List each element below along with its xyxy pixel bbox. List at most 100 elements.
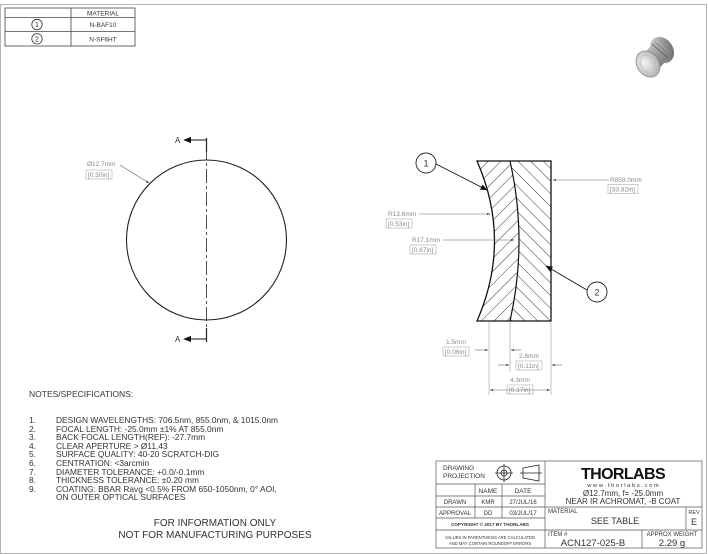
- section-label-top: A: [175, 136, 181, 145]
- section-label-bottom: A: [175, 335, 181, 344]
- t1-in: [0.06in]: [445, 349, 467, 356]
- lens-element-2: [510, 161, 551, 321]
- note-number: 2.: [29, 423, 36, 434]
- balloon-2: [586, 281, 608, 303]
- item-label: ITEM #: [548, 532, 568, 538]
- lens-isometric-image: [635, 36, 675, 78]
- note-text: SURFACE QUALITY: 40-20 SCRATCH-DIG: [56, 449, 220, 460]
- note-text: DIAMETER TOLERANCE: +0.0/-0.1mm: [56, 466, 205, 477]
- drawn-date: 27/JUL/16: [509, 500, 537, 506]
- note-text: CLEAR APERTURE > Ø11.43: [56, 440, 168, 451]
- material-table: MATERIAL 1 N-BAF10 2 N-SF6HT: [4, 7, 136, 47]
- r3-mm: R859.0mm: [610, 177, 642, 184]
- t2-in: [0.11in]: [518, 363, 539, 370]
- note-number: 9.: [29, 483, 36, 494]
- balloon-2-leader: [545, 265, 588, 291]
- disclaimer-line2: NOT FOR MANUFACTURING PURPOSES: [118, 529, 312, 541]
- note-text: ON OUTER OPTICAL SURFACES: [56, 492, 186, 503]
- lens-element-1: [477, 161, 519, 321]
- website: w w w . t h o r l a b s . c o m: [586, 483, 659, 489]
- drawn-label: DRAWN: [444, 500, 466, 506]
- note-item: 7. DIAMETER TOLERANCE: +0.0/-0.1mm: [29, 466, 278, 477]
- cemented-interface: [509, 160, 520, 322]
- section-view: 1 2 R859.0mm [33.82in] R13.6mm [0.53in] …: [385, 152, 642, 395]
- col-name: NAME: [479, 488, 498, 495]
- r3-in: [33.82in]: [610, 187, 635, 194]
- r1-mm: R13.6mm: [388, 211, 416, 218]
- disclaimer-line1: FOR INFORMATION ONLY: [153, 518, 277, 529]
- note-text: DESIGN WAVELENGTHS: 706.5nm, 855.0nm, & …: [56, 415, 279, 425]
- t-total-in: [0.17in]: [509, 387, 531, 394]
- rev-label: REV: [688, 510, 700, 516]
- thorlabs-logo: THORLABS: [581, 466, 666, 483]
- projection-symbol-icon: [495, 464, 542, 482]
- note-item: ON OUTER OPTICAL SURFACES: [29, 493, 278, 502]
- drawing-projection-line2: PROJECTION: [443, 473, 485, 480]
- r2-mm: R17.1mm: [412, 237, 440, 244]
- t1-mm: 1.5mm: [446, 339, 466, 346]
- copyright: COPYRIGHT © 2017 BY THORLABS: [451, 521, 529, 527]
- r2-in: [0.67in]: [412, 247, 434, 254]
- note-item: 4. CLEAR APERTURE > Ø11.43: [29, 440, 278, 451]
- rev-value: E: [691, 517, 697, 527]
- balloon-2-label: 2: [594, 288, 599, 298]
- item-value: ACN127-025-B: [561, 538, 625, 549]
- diameter-mm: Ø12.7mm: [87, 161, 116, 168]
- t-total-mm: 4.3mm: [510, 377, 530, 384]
- front-view: A A Ø12.7mm [0.50in]: [85, 136, 288, 344]
- disclaimer: FOR INFORMATION ONLY NOT FOR MANUFACTURI…: [110, 518, 320, 541]
- title-block-text: DRAWING PROJECTION NAME DATE DRAWN KMR 2…: [439, 464, 700, 549]
- drawing-projection-line1: DRAWING: [443, 465, 474, 472]
- note-number: 8.: [29, 475, 36, 486]
- title-block: [435, 460, 703, 549]
- drawn-name: KMR: [481, 500, 495, 506]
- material-table-header: MATERIAL: [87, 11, 119, 18]
- diameter-in: [0.50in]: [88, 172, 110, 179]
- diameter-leader: [119, 164, 150, 184]
- note-item: 8. THICKNESS TOLERANCE: ±0.20 mm: [29, 476, 278, 485]
- note-number: 1.: [29, 415, 36, 425]
- r1-in: [0.53in]: [388, 221, 410, 228]
- table-material-1: N-BAF10: [90, 22, 117, 29]
- notes-title: NOTES/SPECIFICATIONS:: [29, 389, 134, 399]
- table-balloon-1-circle: [31, 18, 43, 31]
- balloon-1-leader: [435, 163, 488, 191]
- note-number: 6.: [29, 457, 36, 468]
- table-balloon-2-circle: [31, 33, 43, 45]
- material-value: SEE TABLE: [591, 516, 639, 526]
- description-line2: NEAR IR ACHROMAT, -B COAT: [566, 497, 681, 506]
- table-balloon-1: 1: [35, 22, 39, 29]
- note-text: CENTRATION: <3arcmin: [56, 457, 150, 468]
- approval-name: DD: [484, 511, 493, 517]
- approval-label: APPROVAL: [439, 511, 472, 517]
- note-item: 6. CENTRATION: <3arcmin: [29, 459, 278, 468]
- material-label: MATERIAL: [548, 509, 578, 515]
- weight-value: 2.29 g: [659, 538, 685, 549]
- notes-list: 1. DESIGN WAVELENGTHS: 706.5nm, 855.0nm, …: [29, 416, 278, 502]
- values-note-line1: VALUES IN PARENTHESIS ARE CALCULATED: [445, 535, 535, 540]
- table-material-2: N-SF6HT: [89, 36, 116, 43]
- note-number: 4.: [29, 440, 36, 451]
- balloon-1-label: 1: [423, 159, 428, 169]
- col-date: DATE: [515, 488, 533, 495]
- note-item: 5. SURFACE QUALITY: 40-20 SCRATCH-DIG: [29, 450, 278, 459]
- note-text: COATING: BBAR Ravg <0.5% FROM 650-1050nm…: [56, 483, 277, 494]
- note-text: THICKNESS TOLERANCE: ±0.20 mm: [56, 475, 199, 486]
- description-line1: Ø12.7mm, f= -25.0mm: [583, 489, 664, 498]
- note-number: 5.: [29, 449, 36, 460]
- weight-label: APPROX WEIGHT: [647, 532, 698, 538]
- note-number: 3.: [29, 432, 36, 443]
- t2-mm: 2.8mm: [519, 353, 539, 360]
- note-text: BACK FOCAL LENGTH(REF): -27.7mm: [56, 432, 206, 443]
- values-note-line2: AND MAY CONTAIN ROUNDOFF ERRORS: [449, 541, 532, 546]
- note-number: 7.: [29, 466, 36, 477]
- note-text: FOCAL LENGTH: -25.0mm ±1% AT 855.0nm: [56, 423, 224, 434]
- table-balloon-2: 2: [35, 36, 39, 43]
- note-item: 1. DESIGN WAVELENGTHS: 706.5nm, 855.0nm, …: [29, 416, 278, 425]
- balloon-1: [415, 152, 437, 174]
- note-item: 2. FOCAL LENGTH: -25.0mm ±1% AT 855.0nm: [29, 423, 278, 434]
- approval-date: 03/JUL/17: [509, 511, 537, 517]
- note-item: 9. COATING: BBAR Ravg <0.5% FROM 650-1050…: [29, 483, 278, 494]
- note-item: 3. BACK FOCAL LENGTH(REF): -27.7mm: [29, 433, 278, 442]
